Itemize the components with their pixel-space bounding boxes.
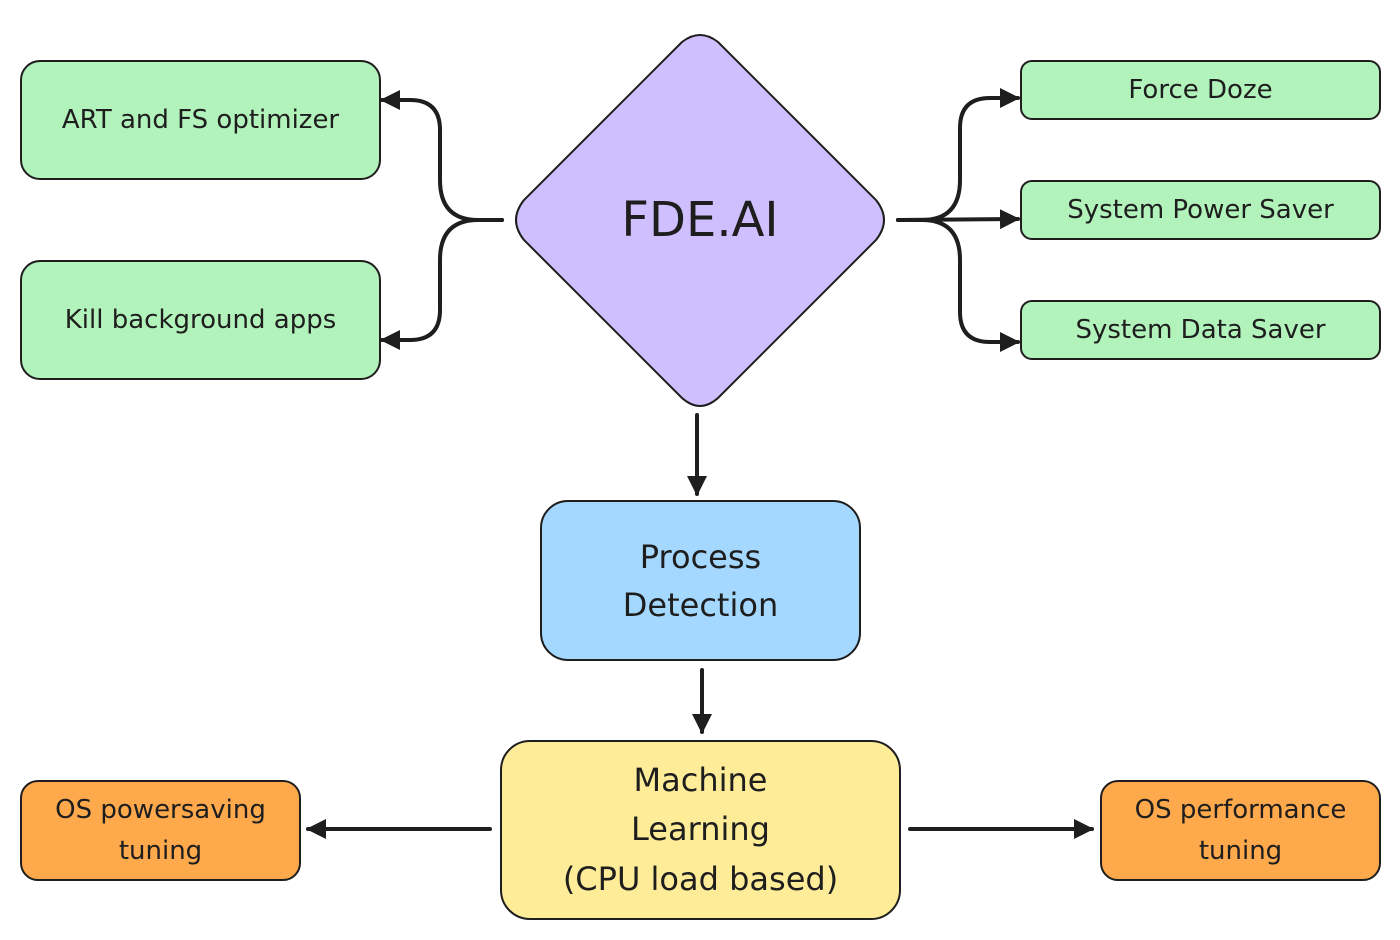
- os-powersaving-tuning-node: OS powersaving tuning: [20, 780, 301, 881]
- connector-to-kill-background-apps: [380, 218, 504, 350]
- system-data-saver-node: System Data Saver: [1020, 300, 1381, 360]
- art-fs-optimizer-label: ART and FS optimizer: [61, 104, 340, 135]
- art-fs-optimizer-node: ART and FS optimizer: [20, 60, 381, 180]
- connector-to-art-fs-optimizer: [380, 90, 504, 222]
- connector-to-system-data-saver: [896, 218, 1020, 352]
- system-power-saver-node: System Power Saver: [1020, 180, 1381, 240]
- machine-learning-node: Machine Learning (CPU load based): [500, 740, 901, 920]
- fde-ai-label: FDE.AI: [621, 192, 779, 248]
- machine-learning-line-1: Machine: [633, 760, 768, 799]
- os-powersaving-tuning-line-1: OS powersaving: [55, 795, 266, 826]
- force-doze-node: Force Doze: [1020, 60, 1381, 120]
- os-performance-tuning-line-1: OS performance: [1134, 795, 1347, 826]
- os-performance-tuning-node: OS performance tuning: [1100, 780, 1381, 881]
- system-power-saver-label: System Power Saver: [1067, 194, 1334, 225]
- force-doze-label: Force Doze: [1128, 74, 1273, 105]
- kill-background-apps-label: Kill background apps: [64, 304, 337, 335]
- fde-ai-diamond: [515, 34, 885, 407]
- system-data-saver-label: System Data Saver: [1075, 314, 1326, 345]
- kill-background-apps-node: Kill background apps: [20, 260, 381, 380]
- machine-learning-line-3: (CPU load based): [562, 859, 839, 898]
- process-detection-line-2: Detection: [622, 585, 779, 624]
- os-powersaving-tuning-line-2: tuning: [118, 835, 203, 866]
- process-detection-node: Process Detection: [540, 500, 861, 661]
- connector-to-force-doze: [896, 88, 1020, 222]
- os-performance-tuning-line-2: tuning: [1198, 835, 1283, 866]
- machine-learning-line-2: Learning: [631, 810, 770, 849]
- process-detection-line-1: Process: [639, 537, 762, 576]
